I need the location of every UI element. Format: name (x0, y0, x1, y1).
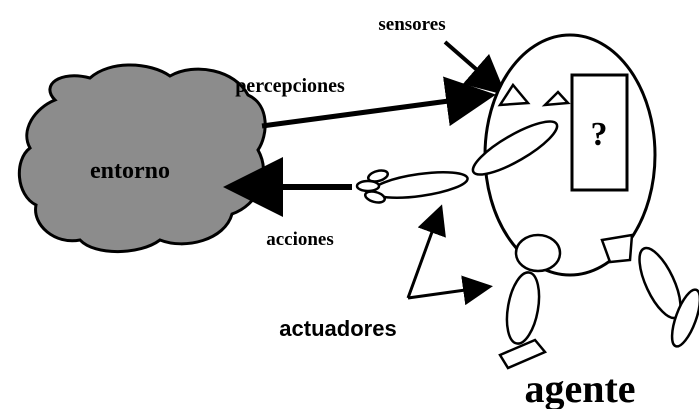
actuator-pointer-arm (406, 204, 446, 299)
agent-leg-right (600, 233, 699, 348)
sensor-eye-right (541, 90, 571, 107)
action-label: acciones (266, 229, 334, 250)
environment-label: entorno (90, 158, 170, 184)
perception-arrow (261, 76, 496, 129)
perception-label: percepciones (235, 75, 345, 97)
sensors-pointer (443, 40, 507, 96)
agent-program-box (570, 73, 629, 192)
sensor-eye-left (497, 82, 531, 107)
actuators-label: actuadores (279, 316, 396, 341)
question-mark: ? (591, 116, 608, 153)
agent-label: agente (524, 366, 635, 409)
agent-leg-left (498, 233, 562, 370)
agent-arm (355, 120, 559, 204)
actuator-pointer-leg (407, 275, 493, 306)
sensors-label: sensores (378, 14, 445, 35)
